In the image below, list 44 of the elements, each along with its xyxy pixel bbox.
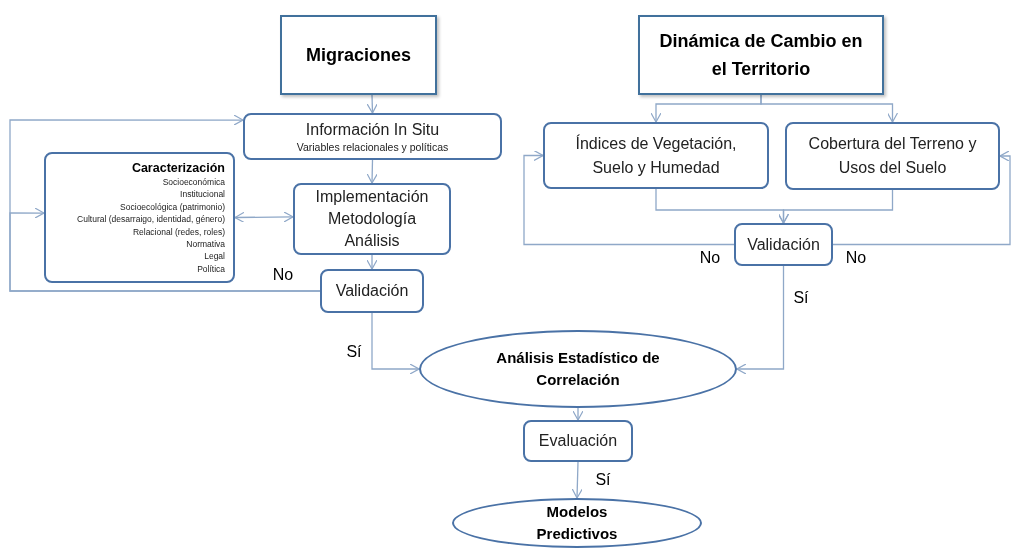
process-box [44,152,235,283]
title-box [280,15,437,95]
arrow [234,211,294,223]
list-heading: Caracterización [131,159,225,176]
list-item: Relacional (redes, roles) [132,225,225,238]
arrow [571,461,583,499]
list-item: Normativa [186,237,225,251]
arrow [777,189,894,224]
process-box [523,420,633,462]
arrow [366,254,378,270]
node-text: Modelos Predictivos [535,502,619,544]
node-text: Índices de Vegetación, Suelo y Humedad [574,133,738,178]
list-item: Legal [204,250,225,263]
arrow [366,159,378,184]
arrow [760,94,899,123]
node-text: Validación [747,234,820,255]
arrow [9,207,321,292]
arrow [523,149,735,246]
node-text: Análisis Estadístico de Correlación [495,348,661,390]
list-item: Institucional [180,188,225,201]
process-box [293,183,451,255]
node-text: Evaluación [538,431,618,451]
node-text: Validación [335,281,409,301]
node-text: Cobertura del Terreno y Usos del Suelo [807,134,978,178]
arrow [736,265,785,375]
node-subtitle: Variables relacionales y políticas [296,139,449,154]
list-item: Socioeconómica [162,175,225,189]
process-box [785,122,1000,190]
process-box [320,269,424,313]
node-title: Información In Situ [305,119,440,140]
arrow [832,150,1011,246]
arrow [572,407,584,421]
list-item: Política [197,262,225,276]
arrow [371,312,420,375]
list-item: Socioecológica (patrimonio) [120,200,225,214]
list-item: Cultural (desarraigo, identidad, género) [77,213,225,226]
arrow [366,94,378,114]
node-text: Implementación Metodología Análisis [314,187,430,251]
process-box [243,113,502,160]
process-box [734,223,833,266]
title-text: Dinámica de Cambio en el Territorio [658,30,864,81]
title-box [638,15,884,95]
title-text: Migraciones [306,44,411,67]
process-box [543,122,769,189]
